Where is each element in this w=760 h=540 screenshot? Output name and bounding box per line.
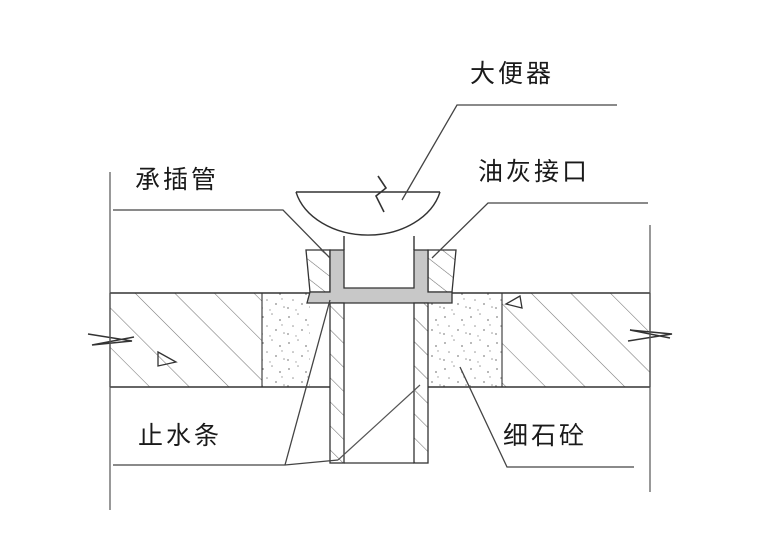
break-symbol-toilet-top [374, 175, 388, 213]
leader-water-stop-strip-b [284, 299, 331, 466]
fine-concrete-zone-right [430, 293, 502, 387]
floor-slab-section [110, 292, 650, 388]
leader-fine-concrete [459, 366, 634, 468]
label-socket-pipe: 承插管 [135, 165, 219, 194]
putty-joint-shape [306, 249, 453, 304]
fine-concrete-zone-left [262, 293, 310, 387]
flare-wall-right [427, 249, 457, 293]
toilet-bowl [295, 175, 441, 250]
flare-wall-left [305, 249, 331, 293]
leader-toilet [401, 104, 617, 201]
label-fine-concrete: 细石砼 [503, 421, 587, 450]
pipe-interior-reference-line [337, 384, 421, 461]
leader-socket-pipe [113, 209, 331, 259]
pipe-wall-right [413, 302, 429, 464]
slab-hatch-right [502, 293, 650, 387]
triangle-marker-right [504, 294, 523, 309]
label-putty-joint: 油灰接口 [478, 157, 590, 186]
vertical-pipe [329, 302, 429, 464]
pipe-wall-left [329, 302, 345, 464]
toilet-bowl-arc [295, 191, 441, 236]
putty-joint-fill [306, 249, 453, 304]
label-water-stop-strip: 止水条 [138, 421, 222, 450]
triangle-marker-left [157, 350, 178, 367]
leader-putty-joint [431, 202, 648, 259]
label-toilet: 大便器 [470, 59, 554, 88]
slab-hatch-left [110, 293, 262, 387]
